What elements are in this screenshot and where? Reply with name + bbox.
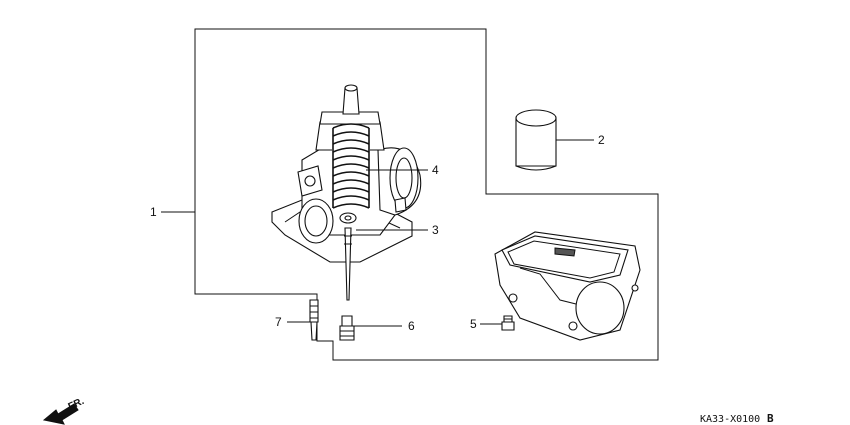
callout-2: 2: [598, 133, 605, 147]
pilot-screw: [309, 299, 319, 341]
callout-1: 1: [150, 205, 157, 219]
kit-boundary-outline: [194, 28, 659, 361]
reference-code: KA33-X0100: [700, 414, 760, 425]
float-bowl: [494, 231, 641, 341]
callout-6: 6: [408, 319, 415, 333]
drain-screw: [501, 315, 515, 331]
jet-needle: [344, 227, 352, 301]
jet-fitting: [339, 315, 355, 341]
direction-label: FR.: [67, 396, 86, 413]
callout-7: 7: [275, 315, 282, 329]
leader-lines: [161, 139, 594, 327]
callout-5: 5: [470, 317, 477, 331]
front-direction-arrow-icon: [42, 403, 79, 425]
reference-suffix: B: [767, 412, 774, 425]
callout-3: 3: [432, 223, 439, 237]
throttle-spring: [332, 123, 370, 210]
sleeve: [515, 109, 557, 171]
needle-clip: [339, 212, 357, 224]
callout-4: 4: [432, 163, 439, 177]
